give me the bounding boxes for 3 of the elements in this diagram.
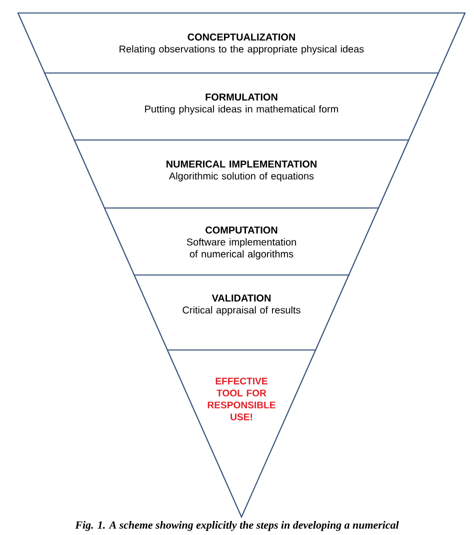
- caption: Fig. 1. A scheme showing explicitly the steps in developing a numerical: [75, 521, 399, 531]
- funnel-band: CONCEPTUALIZATION Relating observations to the appropriate physical ideas: [17, 12, 466, 74]
- funnel-band: COMPUTATION Software implementation of numerical algorithms: [104, 207, 380, 276]
